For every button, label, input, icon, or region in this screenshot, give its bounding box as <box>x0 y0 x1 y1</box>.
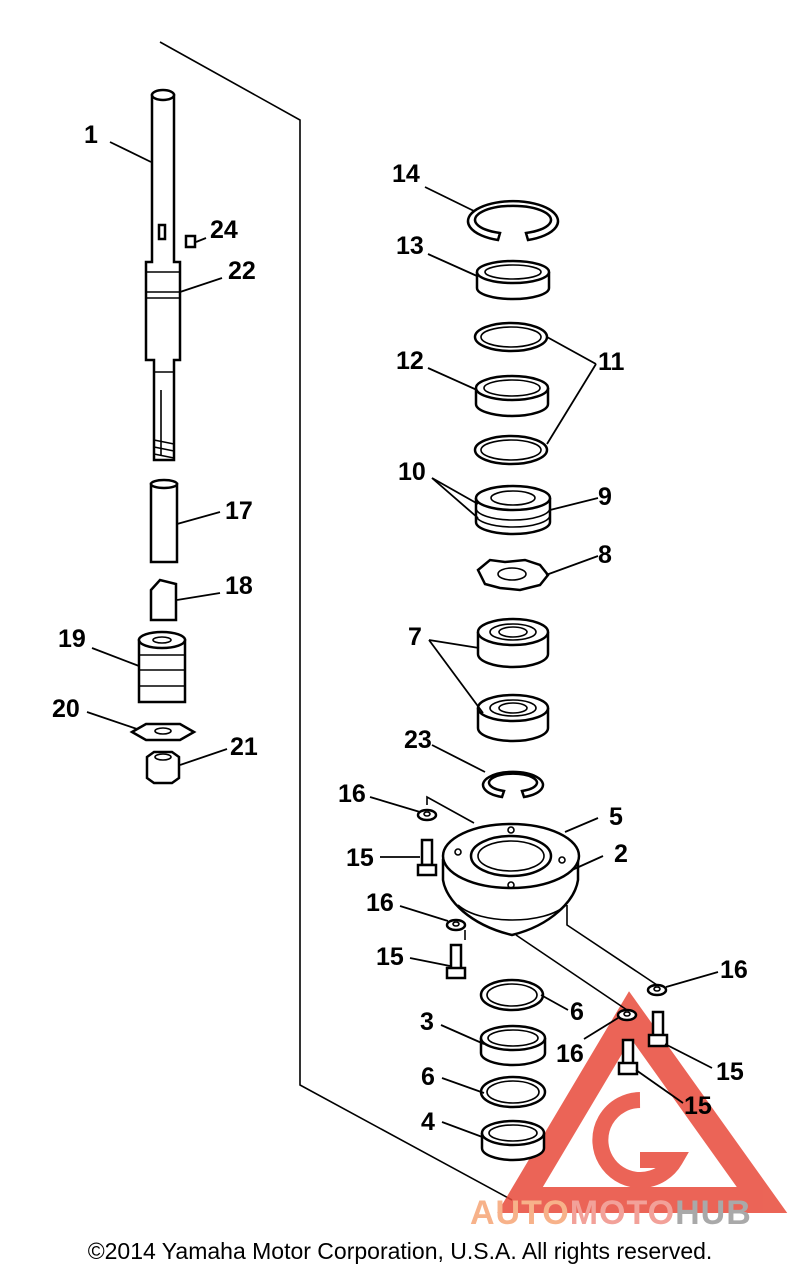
part-7-bearing-lower <box>476 693 550 743</box>
part-8-thrust-washer <box>476 558 550 592</box>
callout-11: 11 <box>598 348 625 376</box>
callout-15-c: 15 <box>716 1058 744 1086</box>
callout-24: 24 <box>210 216 238 244</box>
part-14-circlip <box>466 199 560 242</box>
part-18-clip <box>149 578 178 622</box>
callout-2: 2 <box>614 840 628 868</box>
callout-9: 9 <box>598 483 612 511</box>
leader-lines <box>86 141 719 1139</box>
part-3-ring <box>479 1024 547 1067</box>
part-15-bolt-b <box>445 943 467 980</box>
part-16-washer-c <box>646 983 668 997</box>
part-6-ring-lower <box>479 1075 547 1109</box>
part-16-washer-a <box>416 808 438 822</box>
part-20-tab-washer <box>129 722 197 742</box>
part-12-ring <box>474 374 550 418</box>
alignment-line-right <box>566 905 658 986</box>
callout-5: 5 <box>609 803 623 831</box>
part-2-housing <box>441 822 581 937</box>
watermark-g-mark <box>592 1092 689 1188</box>
callout-3: 3 <box>420 1008 434 1036</box>
part-24-key <box>184 234 197 249</box>
alignment-line-center <box>515 934 628 1011</box>
part-13-ring <box>475 259 551 301</box>
part-16-washer-d <box>616 1008 638 1022</box>
callout-7: 7 <box>408 623 422 651</box>
callout-15-d: 15 <box>684 1092 712 1120</box>
callout-16-a: 16 <box>338 780 366 808</box>
callout-6-lower: 6 <box>421 1063 435 1091</box>
part-23-circlip <box>481 770 545 799</box>
callout-10: 10 <box>398 458 426 486</box>
part-7-bearing-upper <box>476 617 550 669</box>
callout-14: 14 <box>392 160 420 188</box>
callout-18: 18 <box>225 572 253 600</box>
copyright-notice: ©2014 Yamaha Motor Corporation, U.S.A. A… <box>87 1238 713 1264</box>
watermark-triangle <box>497 991 788 1213</box>
part-15-bolt-d <box>617 1038 639 1076</box>
part-17-sleeve <box>149 478 179 564</box>
callout-4: 4 <box>421 1108 435 1136</box>
assembly-guide-line <box>159 41 513 1201</box>
part-19-spring <box>137 630 187 704</box>
part-16-washer-b <box>445 918 467 932</box>
callout-19: 19 <box>58 625 86 653</box>
watermark-text-auto: AUTO <box>470 1194 570 1232</box>
part-21-nut <box>145 750 181 785</box>
part-9-bushing <box>474 484 552 536</box>
callout-8: 8 <box>598 541 612 569</box>
callout-16-b: 16 <box>366 889 394 917</box>
callout-15-b: 15 <box>376 943 404 971</box>
callout-21: 21 <box>230 733 258 761</box>
watermark-text: AUTOMOTOHUB <box>470 1194 800 1233</box>
alignment-line-left <box>426 795 475 824</box>
watermark-logo <box>497 991 788 1213</box>
part-11-seal-lower <box>473 434 549 466</box>
callout-16-d: 16 <box>556 1040 584 1068</box>
part-11-seal-upper <box>473 321 549 353</box>
callout-6-upper: 6 <box>570 998 584 1026</box>
callout-15-a: 15 <box>346 844 374 872</box>
callout-22: 22 <box>228 257 256 285</box>
part-15-bolt-a <box>416 838 438 877</box>
part-1-shaft <box>144 88 182 462</box>
part-4-ring <box>480 1119 546 1162</box>
callout-17: 17 <box>225 497 253 525</box>
callout-13: 13 <box>396 232 424 260</box>
callout-12: 12 <box>396 347 424 375</box>
callout-23: 23 <box>404 726 432 754</box>
watermark-text-hub: HUB <box>675 1194 752 1232</box>
callout-1: 1 <box>84 121 98 149</box>
part-6-ring-upper <box>479 978 545 1012</box>
callout-20: 20 <box>52 695 80 723</box>
callout-16-c: 16 <box>720 956 748 984</box>
watermark-text-moto: MOTO <box>569 1194 676 1232</box>
